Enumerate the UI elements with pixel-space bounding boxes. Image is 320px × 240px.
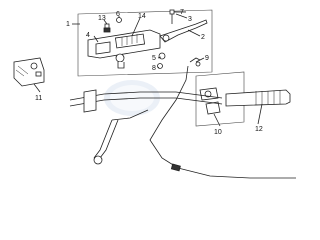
callout-13: 13 — [98, 15, 106, 22]
callout-5: 5 — [152, 55, 156, 62]
throttle-group-frame — [195, 71, 245, 127]
handlebar — [69, 89, 223, 165]
throttle-housing — [199, 87, 221, 115]
brake-lever — [159, 19, 208, 43]
callout-12: 12 — [255, 126, 263, 133]
parts-diagram: 1 13 6 14 7 3 2 4 9 5 8 11 10 12 — [13, 9, 296, 179]
leader-lines — [33, 11, 263, 127]
callout-1: 1 — [66, 21, 70, 28]
callout-4: 4 — [86, 32, 90, 39]
callout-2: 2 — [201, 34, 205, 41]
callout-3: 3 — [188, 16, 192, 23]
callout-9: 9 — [205, 55, 209, 62]
master-cylinder-body — [87, 29, 161, 69]
reservoir-cap — [116, 17, 122, 23]
master-cylinder-group-frame — [77, 9, 213, 77]
cable-adjuster — [157, 52, 166, 69]
switch-bracket — [13, 57, 45, 87]
callout-8: 8 — [152, 65, 156, 72]
throttle-grip — [225, 89, 291, 107]
callout-14: 14 — [138, 13, 146, 20]
brand-watermark — [104, 80, 160, 116]
lever-pivot-screw — [169, 9, 175, 24]
callout-11: 11 — [35, 95, 42, 102]
callout-7: 7 — [180, 9, 184, 16]
callout-10: 10 — [214, 129, 222, 136]
brake-cable — [149, 57, 296, 179]
callouts: 1 13 6 14 7 3 2 4 9 5 8 11 10 12 — [35, 9, 263, 136]
callout-6: 6 — [116, 11, 120, 18]
reservoir-screw — [103, 23, 111, 33]
